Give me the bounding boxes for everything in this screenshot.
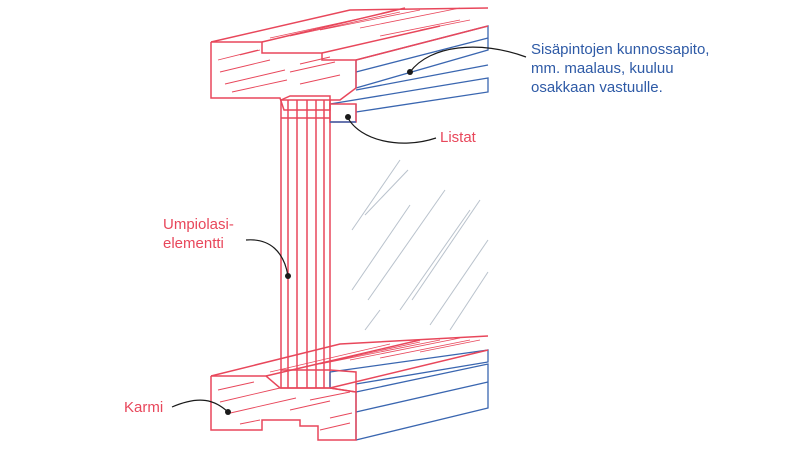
label-umpiolasi-line1: Umpiolasi-: [163, 216, 234, 233]
leader-lines: [171, 46, 527, 413]
leader-umpiolasi: [245, 239, 289, 277]
label-listat: Listat: [440, 129, 476, 146]
top-frame-wood: [210, 7, 489, 111]
top-frame-interior: [329, 25, 489, 122]
leader-dots: [225, 69, 413, 415]
glass-reflection-hatch: [351, 159, 489, 331]
label-umpiolasi-elementti: Umpiolasi- elementti: [163, 215, 234, 253]
leader-dot-listat: [345, 114, 351, 120]
leader-dot-karmi: [225, 409, 231, 415]
top-glazing-bead: [329, 103, 357, 123]
leader-dot-interior: [407, 69, 413, 75]
label-interior-maintenance: Sisäpintojen kunnossapito, mm. maalaus, …: [531, 41, 710, 96]
leader-listat: [347, 117, 437, 144]
label-umpiolasi-line2: elementti: [163, 235, 224, 252]
leader-karmi: [171, 399, 229, 413]
insulating-glass-element: [280, 95, 331, 389]
bottom-glazing-bead: [329, 369, 357, 393]
label-karmi: Karmi: [124, 399, 164, 416]
leader-dot-umpiolasi: [285, 273, 291, 279]
bottom-frame-wood: [210, 335, 489, 441]
bottom-frame-interior: [329, 349, 489, 441]
leader-interior: [409, 46, 527, 73]
